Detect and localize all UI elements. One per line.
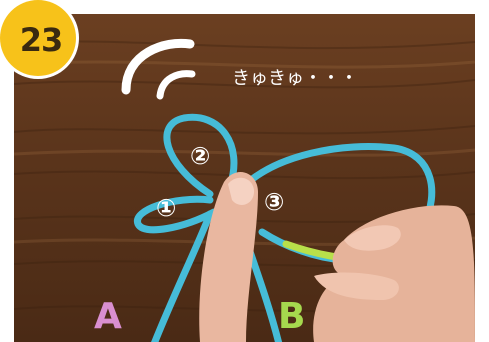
cord-label-a: A: [94, 296, 122, 337]
step-number: 23: [19, 21, 64, 59]
left-finger: [199, 171, 258, 342]
right-hand: [313, 205, 475, 342]
loop-label-3: ③: [264, 188, 285, 216]
knot-illustration: [14, 38, 475, 342]
sound-effect-text: きゅきゅ・・・: [232, 68, 358, 89]
step-badge: 23: [0, 0, 76, 76]
loop-label-2: ②: [190, 142, 211, 170]
cord-label-b: B: [278, 296, 306, 337]
motion-marks: [121, 38, 196, 100]
loop-label-1: ①: [156, 194, 177, 222]
knot-photo: [14, 14, 475, 342]
